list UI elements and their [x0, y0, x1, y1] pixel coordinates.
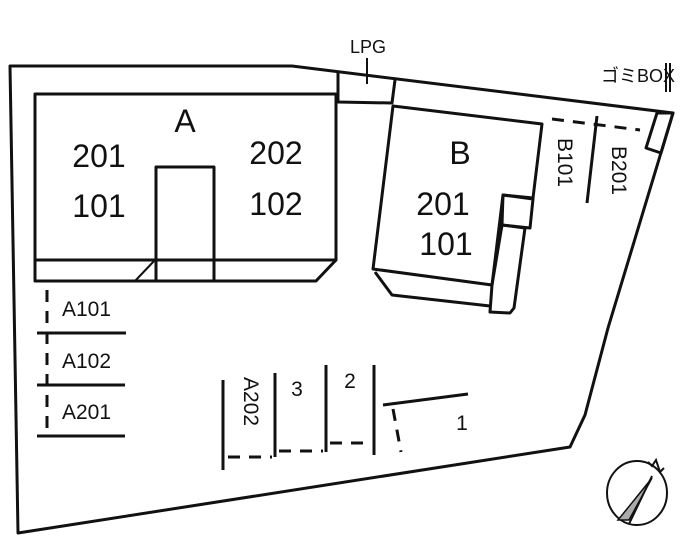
unit-label: 102: [249, 186, 302, 222]
north-arrow-icon: [606, 457, 668, 526]
building-a: A 201 101 202 102: [33, 92, 338, 283]
parking-slot-label: A201: [62, 401, 111, 424]
building-a-label: A: [174, 103, 196, 139]
garbage-box-label: ゴミBOX: [601, 66, 675, 86]
parking-slot-label: A102: [62, 350, 111, 373]
parking-b: B101 B201: [551, 115, 641, 204]
parking-left: A101 A102 A201: [37, 290, 126, 438]
lpg-area: LPG: [336, 37, 397, 105]
parking-slot-label: B201: [607, 146, 630, 195]
lpg-label: LPG: [350, 37, 386, 57]
parking-slot-label: 3: [291, 378, 303, 401]
unit-label: 202: [249, 135, 302, 171]
unit-label: 201: [416, 186, 469, 222]
parking-slot-label: A202: [239, 377, 262, 426]
parking-slot-label: 2: [344, 370, 356, 393]
site-boundary: [8, 64, 675, 535]
parking-slot-label: 1: [456, 412, 468, 435]
parking-slot-label: B101: [553, 138, 576, 187]
unit-label: 101: [72, 188, 125, 224]
building-b-label: B: [449, 135, 470, 171]
building-b: B 201 101: [371, 104, 544, 315]
garbage-box: ゴミBOX: [601, 63, 675, 155]
parking-bottom: A202 3 2 1: [221, 365, 469, 470]
parking-slot-label: A101: [62, 298, 111, 321]
unit-label: 101: [419, 226, 472, 262]
unit-label: 201: [72, 138, 125, 174]
